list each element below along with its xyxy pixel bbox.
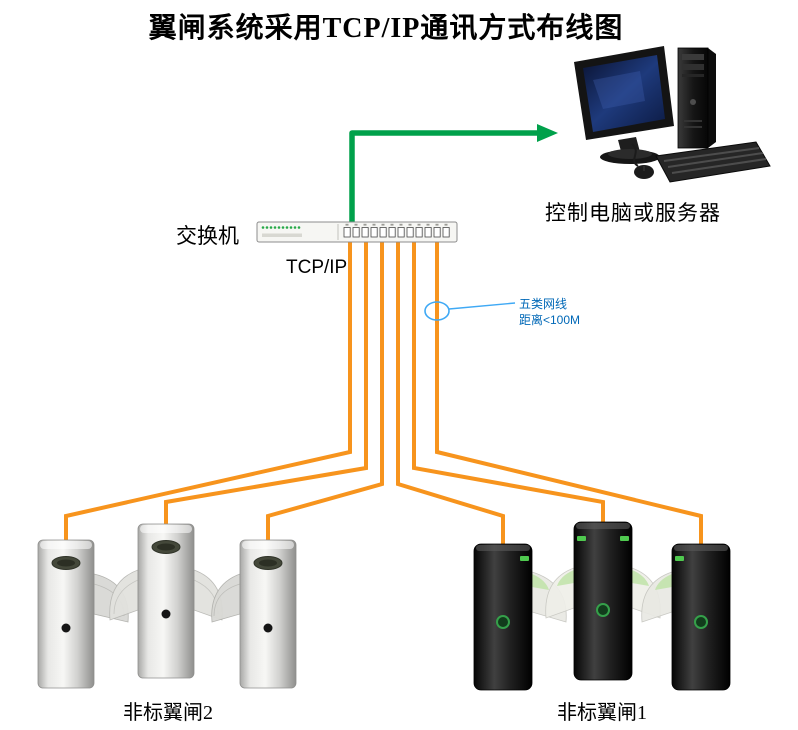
computer-keyboard: [655, 141, 771, 183]
switch-text-strip: [262, 233, 302, 237]
gate-wing-pair-4: [631, 567, 673, 623]
wing-gate-group-left: [37, 523, 297, 689]
callout-circle: [424, 301, 450, 321]
gate-right-label: 非标翼闸1: [557, 702, 647, 724]
computer-tower: [677, 47, 716, 149]
cable-note-callout: [424, 301, 516, 321]
cable-note: 五类网线 距离<100M: [519, 296, 580, 328]
uplink-arrowhead: [537, 124, 558, 142]
cable-line-left-2: [164, 242, 368, 545]
gate-cabinet-steel-2: [137, 523, 195, 679]
switch-led-dots: [261, 226, 301, 229]
wing-gate-group-right: [473, 521, 731, 691]
cable-note-line1: 五类网线: [519, 297, 568, 311]
gate-wing-pair-2: [193, 569, 241, 623]
switch-port-numbers-strip: [345, 223, 448, 226]
cable-line-left-1: [64, 242, 352, 556]
diagram-title: 翼闸系统采用TCP/IP通讯方式布线图: [148, 13, 624, 44]
switch-ports: [343, 227, 450, 238]
callout-leader-line: [448, 302, 516, 310]
computer-illustration: [574, 46, 771, 183]
computer-monitor: [574, 46, 674, 164]
cable-line-right-3: [435, 242, 703, 558]
gate-cabinet-steel-3: [239, 539, 297, 689]
orange-cables: [64, 242, 703, 558]
cable-note-line2: 距离<100M: [519, 313, 581, 328]
gate-cabinet-black-3: [671, 543, 731, 691]
uplink-line: [349, 130, 539, 224]
gate-left-label: 非标翼闸2: [123, 702, 213, 724]
protocol-label: TCP/IP: [286, 257, 348, 278]
gate-cabinet-black-2: [573, 521, 633, 681]
gate-wing-pair-1: [93, 569, 139, 623]
computer-label: 控制电脑或服务器: [545, 201, 721, 225]
gate-wing-pair-3: [531, 567, 575, 623]
network-switch-graphic: [256, 221, 458, 243]
cable-line-left-3: [266, 242, 384, 556]
switch-label: 交换机: [176, 224, 239, 248]
gate-cabinet-black-1: [473, 543, 533, 691]
cable-line-right-1: [396, 242, 505, 556]
gate-cabinet-steel-1: [37, 539, 95, 689]
computer-mouse: [631, 143, 654, 179]
green-uplink-arrow: [349, 124, 558, 224]
